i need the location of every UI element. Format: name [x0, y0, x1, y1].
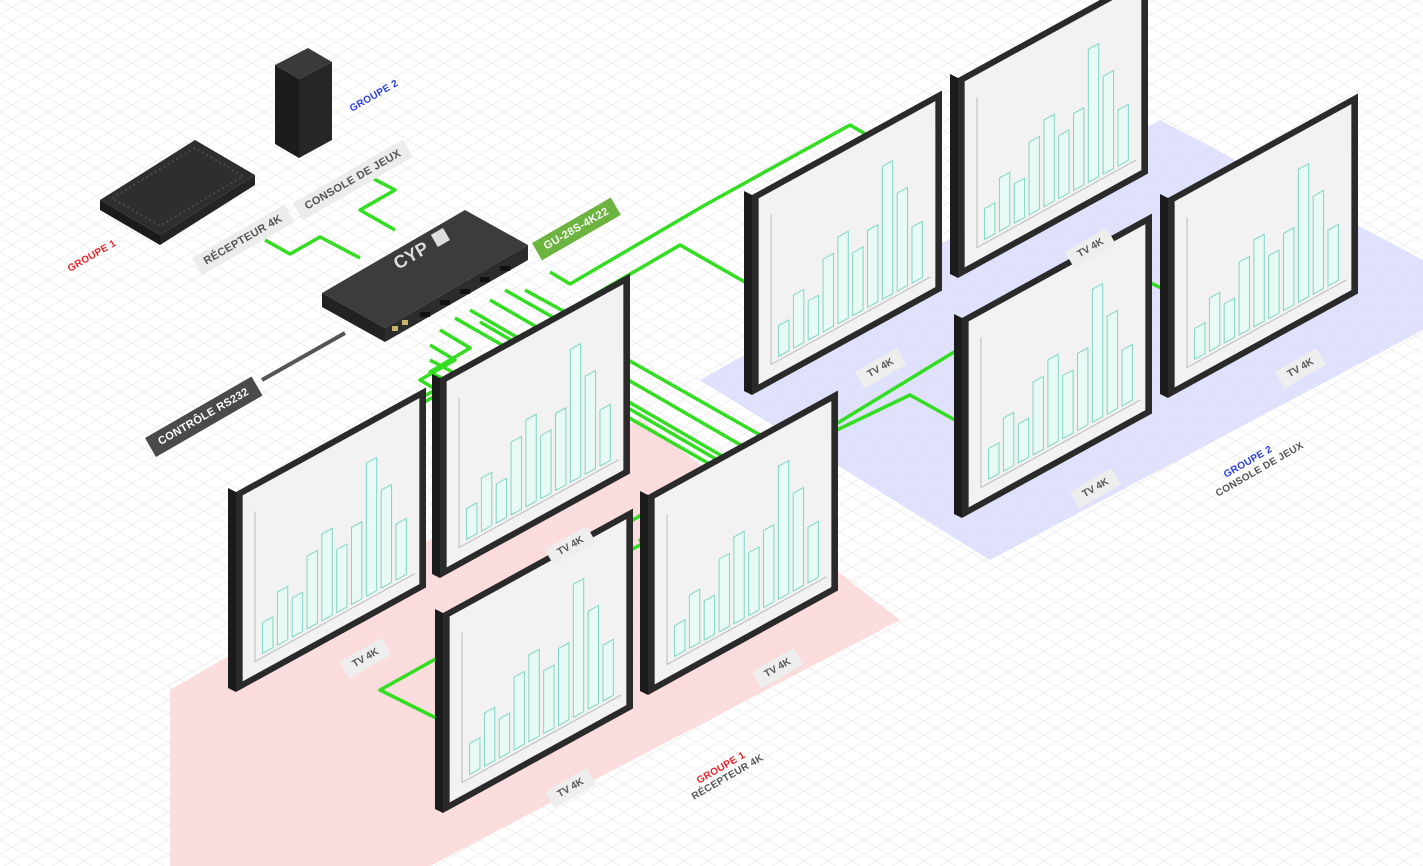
screen-chart-bar	[763, 523, 775, 609]
screen-chart-bar	[543, 664, 555, 735]
screen-chart-bar	[351, 520, 363, 606]
screen-chart-bar	[262, 616, 274, 655]
screen-chart-bar	[569, 342, 582, 484]
screen-chart-bar	[276, 585, 289, 647]
screen-chart-bar	[777, 459, 790, 601]
screen-chart-bar	[599, 403, 611, 467]
tv-screen-icon	[954, 213, 1152, 518]
tv-screen-icon	[744, 90, 942, 395]
screen-chart-bar	[306, 549, 318, 630]
screen-chart-bar	[572, 577, 585, 719]
screen-chart-bar	[1117, 103, 1129, 167]
screen-chart-bar	[1268, 249, 1280, 320]
screen-chart-bar	[852, 246, 864, 317]
game-console-icon	[275, 48, 332, 158]
screen-chart-bar	[498, 712, 511, 759]
screen-chart-bar	[336, 543, 348, 614]
screen-chart-bar	[1238, 255, 1250, 336]
screen-chart-bar	[1121, 343, 1133, 407]
screen-chart-bar	[1087, 42, 1100, 184]
screen-chart-bar	[822, 252, 834, 333]
screen-chart-bar	[513, 670, 525, 751]
screen-chart-bar	[1013, 177, 1026, 224]
tv-group	[228, 0, 1358, 813]
screen-chart-bar	[881, 159, 894, 301]
screen-chart-bar	[748, 546, 760, 617]
screen-chart-bar	[807, 520, 819, 584]
screen-chart-bar	[911, 220, 923, 284]
cable-receiver	[264, 235, 361, 260]
screen-chart-bar	[1194, 322, 1206, 361]
screen-chart-bar	[1208, 291, 1221, 353]
screen-chart-bar	[495, 477, 508, 524]
screen-chart-bar	[525, 413, 537, 508]
screen-chart-bar	[984, 202, 996, 241]
screen-chart-bar	[365, 456, 378, 598]
screen-chart-bar	[792, 486, 805, 593]
tv-screen-icon	[435, 508, 633, 813]
screen-chart-bar	[483, 706, 496, 768]
screen-chart-bar	[1028, 135, 1040, 216]
screen-chart-bar	[1091, 282, 1104, 424]
screen-chart-bar	[1077, 346, 1089, 432]
screen-chart-bar	[792, 288, 805, 350]
screen-chart-bar	[1297, 162, 1310, 304]
screen-chart-bar	[1253, 233, 1265, 328]
screen-chart-bar	[867, 223, 879, 309]
screen-chart-bar	[555, 406, 567, 492]
cable-console	[358, 176, 397, 232]
screen-chart-bar	[587, 604, 600, 711]
cable-a	[418, 343, 457, 394]
screen-chart-bar	[733, 530, 745, 625]
screen-chart-bar	[1017, 417, 1030, 464]
tv-screen-icon	[1160, 93, 1358, 398]
screen-chart-bar	[1223, 297, 1236, 344]
screen-chart-bar	[469, 737, 481, 776]
tv-screen-icon	[950, 0, 1148, 278]
receiver-box-icon	[100, 140, 255, 245]
screen-chart-bar	[988, 442, 1000, 481]
screen-chart-bar	[778, 319, 790, 358]
screen-chart-bar	[896, 186, 909, 293]
screen-chart-bar	[1032, 375, 1044, 456]
screen-chart-bar	[1106, 309, 1119, 416]
rs232-cable	[261, 331, 346, 382]
screen-chart-bar	[558, 641, 570, 727]
screen-chart-bar	[1283, 226, 1295, 312]
screen-chart-bar	[540, 429, 552, 500]
screen-chart-bar	[998, 171, 1011, 233]
screen-chart-bar	[688, 588, 701, 650]
screen-chart-bar	[837, 230, 849, 325]
screen-chart-bar	[291, 591, 304, 638]
screen-chart-bar	[1312, 189, 1325, 296]
tv-screen-icon	[432, 273, 630, 578]
screen-chart-bar	[1062, 369, 1074, 440]
switch-device-icon	[322, 210, 528, 342]
screen-chart-bar	[1073, 106, 1085, 192]
screen-chart-bar	[1102, 69, 1115, 176]
screen-chart-bar	[480, 471, 493, 533]
screen-chart-bar	[674, 619, 686, 658]
screen-chart-bar	[395, 517, 407, 581]
screen-chart-bar	[1047, 353, 1059, 448]
screen-chart-bar	[602, 638, 614, 702]
screen-chart-bar	[321, 527, 333, 622]
screen-chart-bar	[1002, 411, 1015, 473]
screen-chart-bar	[718, 552, 730, 633]
tv-screen-icon	[228, 387, 426, 692]
screen-chart-bar	[584, 369, 597, 476]
screen-chart-bar	[703, 594, 716, 641]
screen-chart-bar	[466, 502, 478, 541]
tv-screen-icon	[640, 390, 838, 695]
screen-chart-bar	[1327, 223, 1339, 287]
screen-chart-bar	[528, 648, 540, 743]
screen-chart-bar	[1043, 113, 1055, 208]
screen-chart-bar	[807, 294, 820, 341]
screen-chart-bar	[380, 483, 393, 590]
screen-chart-bar	[1058, 129, 1070, 200]
screen-chart-bar	[510, 435, 522, 516]
